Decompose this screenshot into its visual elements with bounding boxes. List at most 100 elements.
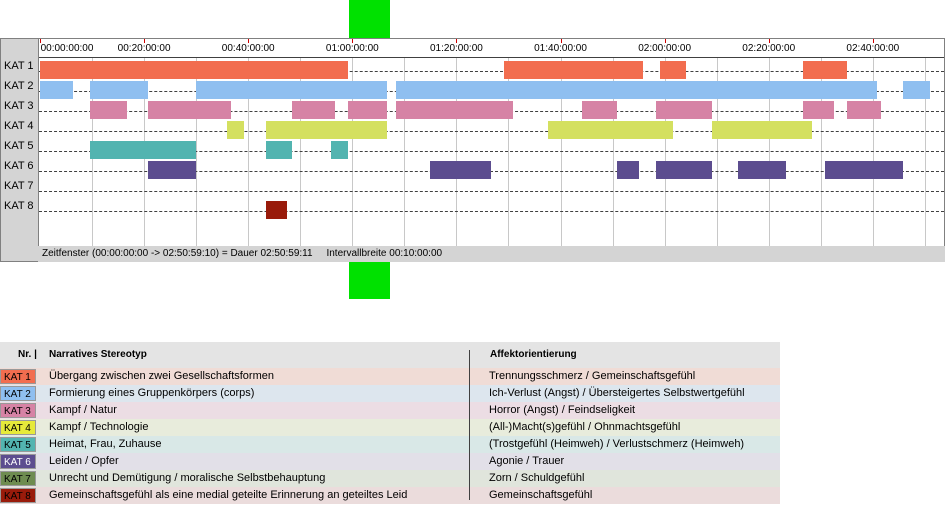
segment-bar-kat-3[interactable] (148, 101, 231, 119)
segment-bar-kat-8[interactable] (265, 201, 288, 219)
grid-line (456, 58, 458, 246)
segment-bar-kat-1[interactable] (803, 61, 847, 79)
row-label-2: KAT 2 (4, 80, 34, 92)
legend-row: KAT 2 Formierung eines Gruppenkörpers (co… (0, 385, 780, 402)
segment-bar-kat-4[interactable] (712, 121, 813, 139)
segment-bar-kat-2[interactable] (395, 81, 878, 99)
legend-affekt: Trennungsschmerz / Gemeinschaftsgefühl (489, 370, 696, 382)
grid-line (768, 58, 770, 246)
segment-bar-kat-6[interactable] (616, 161, 639, 179)
legend-stereotyp: Gemeinschaftsgefühl als eine medial gete… (49, 489, 408, 501)
legend-swatch: KAT 3 (0, 403, 36, 418)
grid-line (820, 58, 822, 246)
ruler-tick-label: 00:00:00:00 (40, 43, 94, 54)
legend-divider (469, 350, 470, 500)
ruler-tick (664, 39, 666, 43)
segment-bar-kat-3[interactable] (582, 101, 617, 119)
segment-bar-kat-6[interactable] (825, 161, 904, 179)
row-label-6: KAT 6 (4, 160, 34, 172)
row-guide-line (39, 71, 944, 72)
segment-bar-kat-2[interactable] (40, 81, 73, 99)
segment-bar-kat-3[interactable] (395, 101, 513, 119)
grid-line (352, 58, 354, 246)
legend-affekt: (Trostgefühl (Heimweh) / Verlustschmerz … (489, 438, 745, 450)
segment-bar-kat-3[interactable] (846, 101, 882, 119)
segment-bar-kat-2[interactable] (196, 81, 387, 99)
legend-swatch: KAT 5 (0, 437, 36, 452)
segment-bar-kat-5[interactable] (90, 141, 197, 159)
row-guide-line (39, 151, 944, 152)
timeline-plot[interactable]: 00:00:00:00 00:20:00:00 00:40:00:00 01:00:0… (38, 39, 945, 246)
segment-bar-kat-4[interactable] (547, 121, 674, 139)
legend-stereotyp: Leiden / Opfer (49, 455, 119, 467)
grid-line (612, 58, 614, 246)
segment-bar-kat-2[interactable] (90, 81, 149, 99)
segment-bar-kat-3[interactable] (347, 101, 387, 119)
legend-row: KAT 4 Kampf / Technologie (All-)Macht(s)ge… (0, 419, 780, 436)
segment-bar-kat-6[interactable] (655, 161, 713, 179)
ruler-tick (560, 39, 562, 43)
legend-stereotyp: Kampf / Natur (49, 404, 117, 416)
playhead-marker-top[interactable] (349, 0, 390, 38)
row-label-1: KAT 1 (4, 60, 34, 72)
legend-affekt: Horror (Angst) / Feindseligkeit (489, 404, 636, 416)
legend-header-affekt: Affektorientierung (490, 342, 577, 368)
row-guide-line (39, 191, 944, 192)
row-label-4: KAT 4 (4, 120, 34, 132)
segment-bar-kat-4[interactable] (226, 121, 244, 139)
legend-stereotyp: Unrecht und Demütigung / moralische Selb… (49, 472, 326, 484)
legend-affekt: Ich-Verlust (Angst) / Übersteigertes Sel… (489, 387, 745, 399)
row-guide-line (39, 131, 944, 132)
legend-row: KAT 8 Gemeinschaftsgefühl als eine medial… (0, 487, 780, 504)
segment-bar-kat-4[interactable] (265, 121, 387, 139)
ruler-tick-label: 01:00:00:00 (325, 43, 379, 54)
ruler-tick-label: 00:40:00:00 (221, 43, 275, 54)
ruler-tick (352, 39, 354, 43)
status-bar: Zeitfenster (00:00:00:00 -> 02:50:59:10)… (38, 246, 945, 262)
segment-bar-kat-6[interactable] (148, 161, 197, 179)
grid-line (248, 58, 250, 246)
segment-bar-kat-5[interactable] (265, 141, 292, 159)
ruler-tick-label: 02:40:00:00 (846, 43, 900, 54)
grid-line (300, 58, 302, 246)
row-label-3: KAT 3 (4, 100, 34, 112)
legend-swatch: KAT 2 (0, 386, 36, 401)
legend-swatch: KAT 4 (0, 420, 36, 435)
row-guide-line (39, 171, 944, 172)
ruler-tick-label: 01:40:00:00 (534, 43, 587, 54)
legend-row: KAT 3 Kampf / Natur Horror (Angst) / Feind… (0, 402, 780, 419)
grid-line (924, 58, 926, 246)
segment-bar-kat-3[interactable] (803, 101, 834, 119)
grid-line (508, 58, 510, 246)
legend-affekt: Agonie / Trauer (489, 455, 565, 467)
ruler-tick (872, 39, 874, 43)
segment-bar-kat-2[interactable] (903, 81, 930, 99)
segment-bar-kat-3[interactable] (90, 101, 127, 119)
time-ruler[interactable]: 00:00:00:00 00:20:00:00 00:40:00:00 01:00:0… (39, 39, 944, 58)
grid-line (404, 58, 406, 246)
legend-stereotyp: Übergang zwischen zwei Gesellschaftsform… (49, 370, 274, 382)
segment-bar-kat-1[interactable] (504, 61, 643, 79)
segment-bar-kat-6[interactable] (738, 161, 787, 179)
segment-bar-kat-3[interactable] (291, 101, 335, 119)
ruler-tick (40, 39, 41, 43)
segment-bar-kat-1[interactable] (40, 61, 348, 79)
legend-header-nr: Nr. | (18, 342, 37, 368)
legend-stereotyp: Kampf / Technologie (49, 421, 149, 433)
ruler-tick-label: 02:20:00:00 (742, 43, 796, 54)
legend-affekt: (All-)Macht(s)gefühl / Ohnmachtsgefühl (489, 421, 681, 433)
playhead-marker-bottom[interactable] (349, 262, 390, 299)
segment-bar-kat-6[interactable] (430, 161, 492, 179)
legend-stereotyp: Formierung eines Gruppenkörpers (corps) (49, 387, 255, 399)
legend-swatch: KAT 1 (0, 369, 36, 384)
ruler-tick (248, 39, 250, 43)
segment-bar-kat-3[interactable] (655, 101, 713, 119)
segment-bar-kat-1[interactable] (660, 61, 687, 79)
legend-swatch: KAT 8 (0, 488, 36, 503)
row-guide-line (39, 211, 944, 212)
segment-bar-kat-5[interactable] (330, 141, 348, 159)
ruler-tick-label: 00:20:00:00 (117, 43, 171, 54)
